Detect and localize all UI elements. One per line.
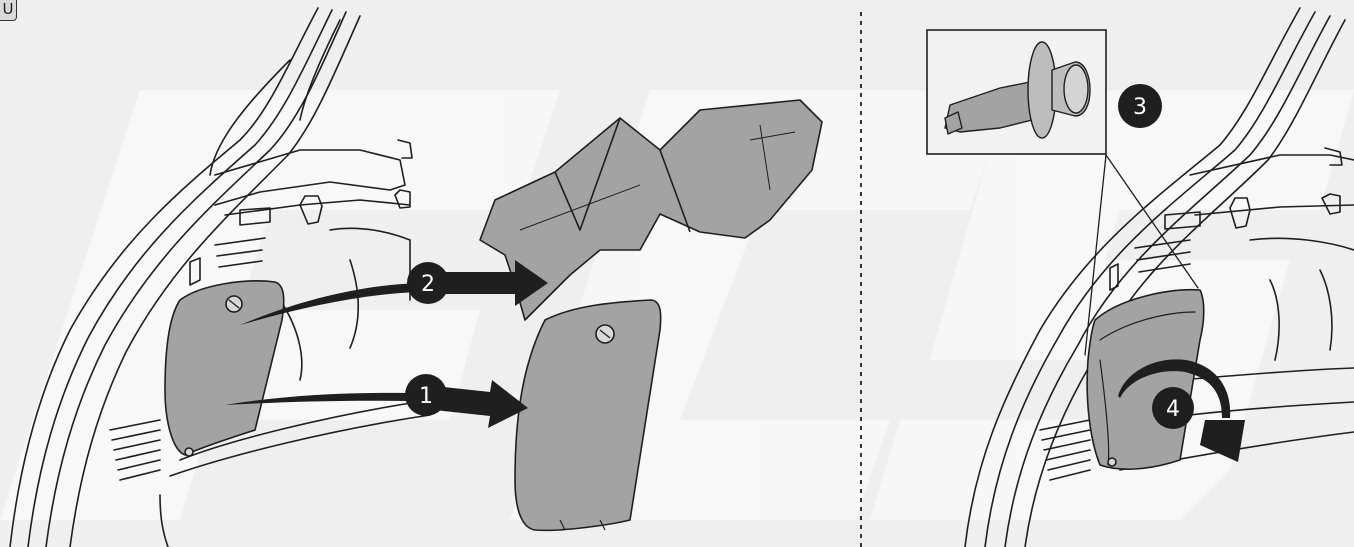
- clip-detail-inset: [927, 30, 1106, 154]
- step-1-number: 1: [419, 384, 433, 409]
- badge-step-4: 4: [1152, 387, 1194, 429]
- badge-step-1: 1: [405, 374, 447, 416]
- step-2-number: 2: [421, 272, 435, 297]
- installed-cover-left: [165, 281, 284, 455]
- step-4-number: 4: [1166, 397, 1180, 422]
- badge-step-3: 3: [1118, 84, 1162, 128]
- step-3-number: 3: [1133, 95, 1147, 120]
- badge-step-2: 2: [407, 262, 449, 304]
